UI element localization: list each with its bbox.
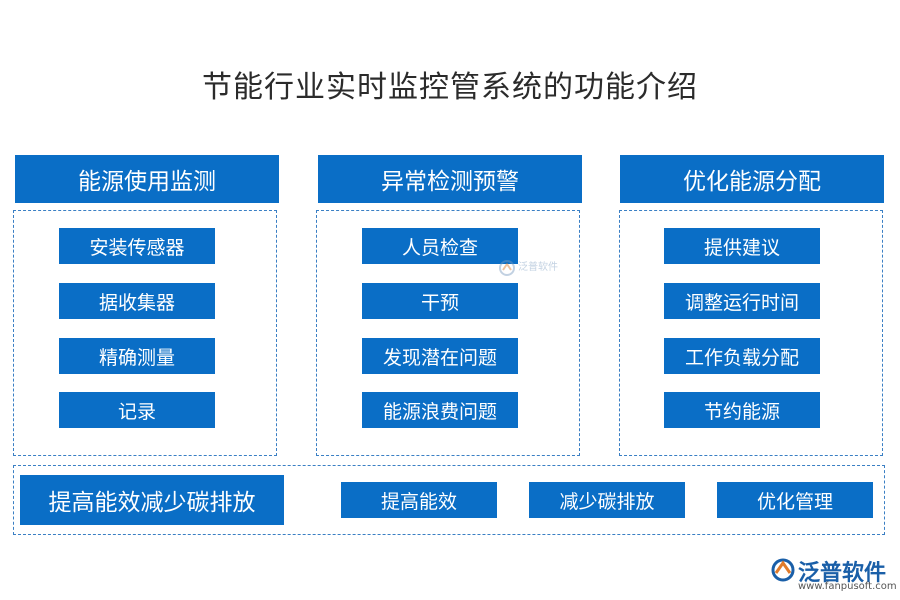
item-intervention: 干预 <box>362 283 518 319</box>
watermark-logo-icon <box>499 260 515 276</box>
bottom-box <box>13 465 885 535</box>
column-box-energy-monitoring <box>13 210 277 456</box>
item-workload-allocation: 工作负载分配 <box>664 338 820 374</box>
item-adjust-runtime: 调整运行时间 <box>664 283 820 319</box>
brand-logo-icon <box>771 558 795 582</box>
column-box-energy-allocation <box>619 210 883 456</box>
column-box-anomaly-warning <box>316 210 580 456</box>
page-title: 节能行业实时监控管系统的功能介绍 <box>202 70 698 105</box>
column-header-anomaly-warning: 异常检测预警 <box>318 155 582 203</box>
item-find-potential-issues: 发现潜在问题 <box>362 338 518 374</box>
item-energy-waste-issues: 能源浪费问题 <box>362 392 518 428</box>
bottom-item-optimize-management: 优化管理 <box>717 482 873 518</box>
column-header-energy-monitoring: 能源使用监测 <box>15 155 279 203</box>
item-personnel-check: 人员检查 <box>362 228 518 264</box>
item-save-energy: 节约能源 <box>664 392 820 428</box>
bottom-item-efficiency: 提高能效 <box>341 482 497 518</box>
bottom-item-carbon-reduction: 减少碳排放 <box>529 482 685 518</box>
item-install-sensors: 安装传感器 <box>59 228 215 264</box>
bottom-header: 提高能效减少碳排放 <box>20 475 284 525</box>
item-data-collector: 据收集器 <box>59 283 215 319</box>
column-header-energy-allocation: 优化能源分配 <box>620 155 884 203</box>
brand-name: 泛普软件 <box>798 561 887 586</box>
watermark-text: 泛普软件 <box>518 262 558 273</box>
brand-url: www.fanpusoft.com <box>798 581 897 592</box>
item-record: 记录 <box>59 392 215 428</box>
item-precise-measurement: 精确测量 <box>59 338 215 374</box>
item-provide-suggestions: 提供建议 <box>664 228 820 264</box>
brand-logo: 泛普软件 www.fanpusoft.com <box>770 555 897 595</box>
watermark: 泛普软件 <box>498 258 578 280</box>
